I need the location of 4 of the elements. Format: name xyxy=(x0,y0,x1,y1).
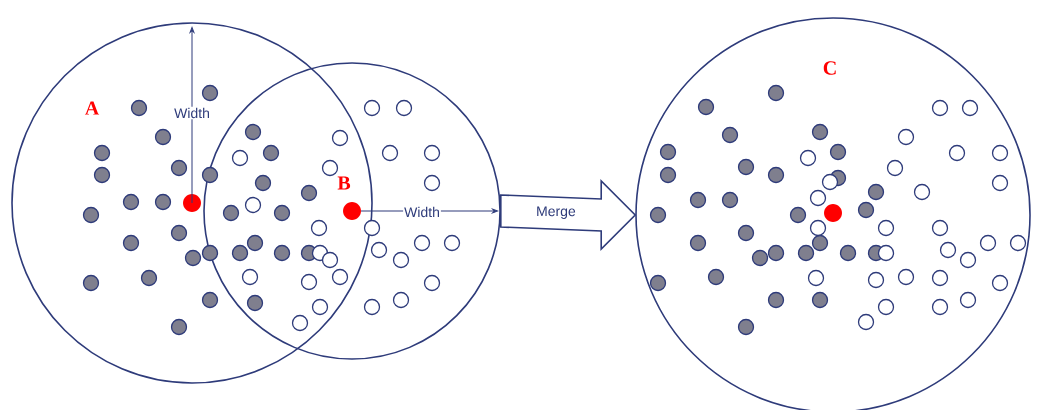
dimension-label: Width xyxy=(173,106,211,120)
dimension-label: Width xyxy=(403,205,441,219)
edge-label: Merge xyxy=(535,205,577,220)
block-arrow xyxy=(500,179,637,251)
